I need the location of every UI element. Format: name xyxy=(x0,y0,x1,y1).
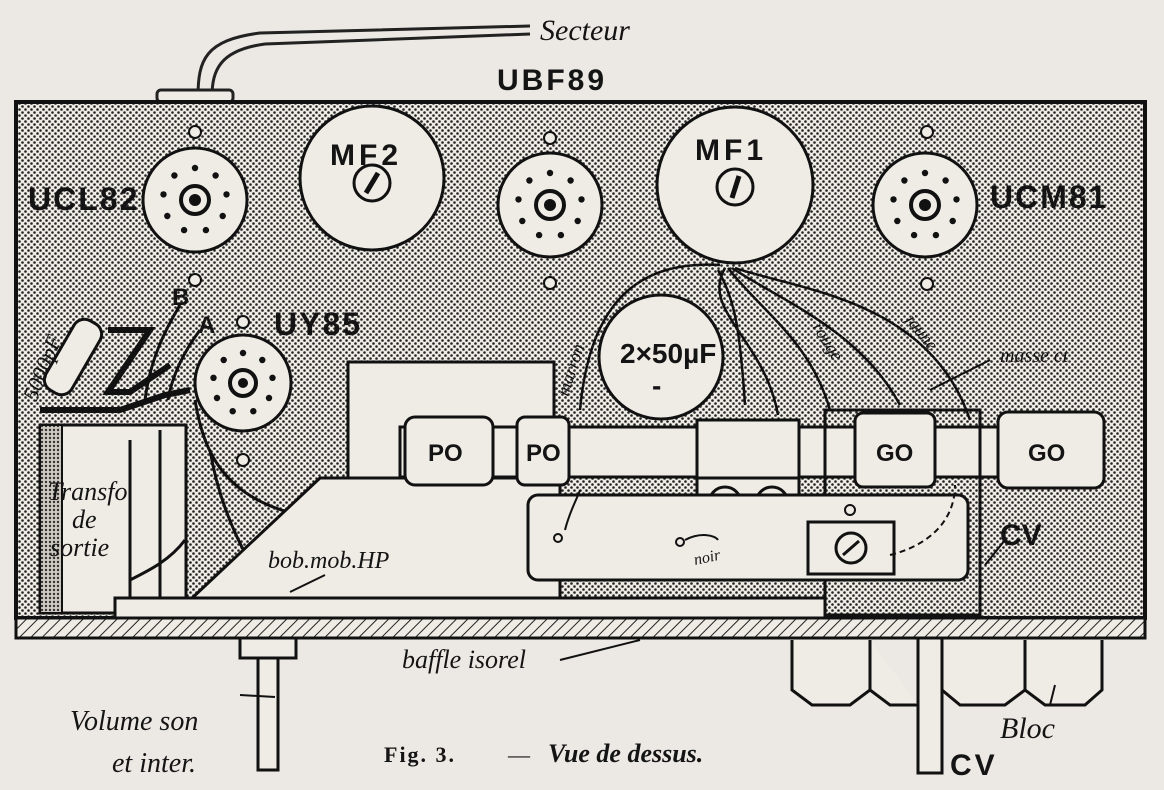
label-baffle-isorel: baffle isorel xyxy=(402,645,526,674)
socket-pin xyxy=(546,169,554,177)
socket-pin xyxy=(250,408,257,415)
socket-pin xyxy=(910,231,918,239)
socket-pin xyxy=(890,196,897,203)
socket-pin xyxy=(191,164,199,172)
mounting-holes xyxy=(188,125,934,467)
ubf89-tube-socket xyxy=(496,151,604,259)
volume-shaft xyxy=(256,653,280,772)
bloc-coils-lower xyxy=(790,640,1104,707)
socket-pin xyxy=(223,191,230,198)
socket-pin xyxy=(515,196,522,203)
go-coil-2 xyxy=(996,410,1106,490)
wire-b xyxy=(143,304,182,401)
label-ucm81: UCM81 xyxy=(990,179,1108,215)
socket-pin xyxy=(160,191,167,198)
label-transfo-line2: de xyxy=(72,505,97,534)
socket-pin xyxy=(932,231,940,239)
label-noir: noir xyxy=(692,547,722,569)
label-go-coil-2: GO xyxy=(1028,440,1065,467)
caption-fig-number: Fig. 3. xyxy=(384,742,456,767)
cv-shaft xyxy=(916,636,944,775)
label-cv-right: CV xyxy=(1000,519,1042,552)
uy85-tube-socket xyxy=(193,333,293,433)
label-mf2: MF2 xyxy=(330,139,402,172)
socket-pin xyxy=(164,212,171,220)
socket-pin xyxy=(942,177,949,184)
label-wire-a: A xyxy=(198,312,215,339)
ucm81-tube-socket xyxy=(871,151,979,259)
po-coil-1 xyxy=(403,415,495,487)
electrolytic-capacitor xyxy=(597,293,725,421)
socket-pin xyxy=(219,212,226,220)
socket-pin xyxy=(265,394,273,402)
label-mf1: MF1 xyxy=(695,134,767,167)
socket-pin xyxy=(567,177,574,184)
wire-a xyxy=(166,329,202,401)
label-po-coil-1: PO xyxy=(428,440,463,467)
label-capacitor-minus: - xyxy=(652,370,661,401)
socket-pin xyxy=(180,226,188,234)
socket-pin xyxy=(557,231,565,239)
label-capacitor: 2×50µF xyxy=(620,338,716,369)
socket-pin xyxy=(921,169,929,177)
bottom-strip xyxy=(113,596,827,620)
socket-pin xyxy=(578,196,585,203)
label-transfo-line3: sortie xyxy=(50,533,109,562)
socket-pin xyxy=(259,356,266,364)
socket-pin xyxy=(171,172,178,179)
label-uy85: UY85 xyxy=(274,306,362,342)
label-ubf89: UBF89 xyxy=(497,64,607,97)
label-bloc: Bloc xyxy=(1000,712,1055,745)
baffle-board xyxy=(14,616,1147,640)
socket-pin xyxy=(953,196,960,203)
label-po-coil-2: PO xyxy=(526,440,561,467)
label-transfo-line1: Transfo xyxy=(48,477,128,506)
socket-pin xyxy=(210,374,217,381)
label-volume-line2: et inter. xyxy=(112,748,196,779)
mains-cord xyxy=(196,24,531,98)
socket-pin xyxy=(213,394,221,402)
caption-dash: — xyxy=(507,742,531,767)
socket-pin xyxy=(574,217,581,225)
label-cv-bottom: CV xyxy=(950,749,998,782)
capacitor-5000pf xyxy=(42,317,104,397)
coil-central-block xyxy=(695,418,801,480)
socket-pin xyxy=(202,226,210,234)
socket-pin xyxy=(269,374,276,381)
label-masse-ct: masse ct xyxy=(1000,345,1069,367)
label-wire-b: B xyxy=(172,284,189,311)
socket-pin xyxy=(220,356,227,364)
label-secteur: Secteur xyxy=(540,14,630,47)
socket-pin xyxy=(229,408,236,415)
po-coil-2 xyxy=(515,415,571,487)
label-go-coil-1: GO xyxy=(876,440,913,467)
socket-pin xyxy=(212,172,219,179)
socket-pin xyxy=(535,231,543,239)
zigzag-wire xyxy=(102,327,172,395)
switch-plate xyxy=(526,493,970,582)
socket-pin xyxy=(526,177,533,184)
wire-harness xyxy=(578,263,972,421)
ucl82-tube-socket xyxy=(141,146,249,254)
socket-pin xyxy=(901,177,908,184)
label-volume-line1: Volume son xyxy=(70,706,198,737)
socket-pin xyxy=(894,217,901,225)
go-coil-1 xyxy=(853,411,937,489)
output-transformer xyxy=(38,423,188,615)
socket-pin xyxy=(239,349,247,357)
caption-title: Vue de dessus. xyxy=(548,739,703,768)
label-bob-mob-hp: bob.mob.HP xyxy=(268,548,390,574)
socket-pin xyxy=(949,217,956,225)
socket-pin xyxy=(519,217,526,225)
label-ucl82: UCL82 xyxy=(28,181,139,217)
